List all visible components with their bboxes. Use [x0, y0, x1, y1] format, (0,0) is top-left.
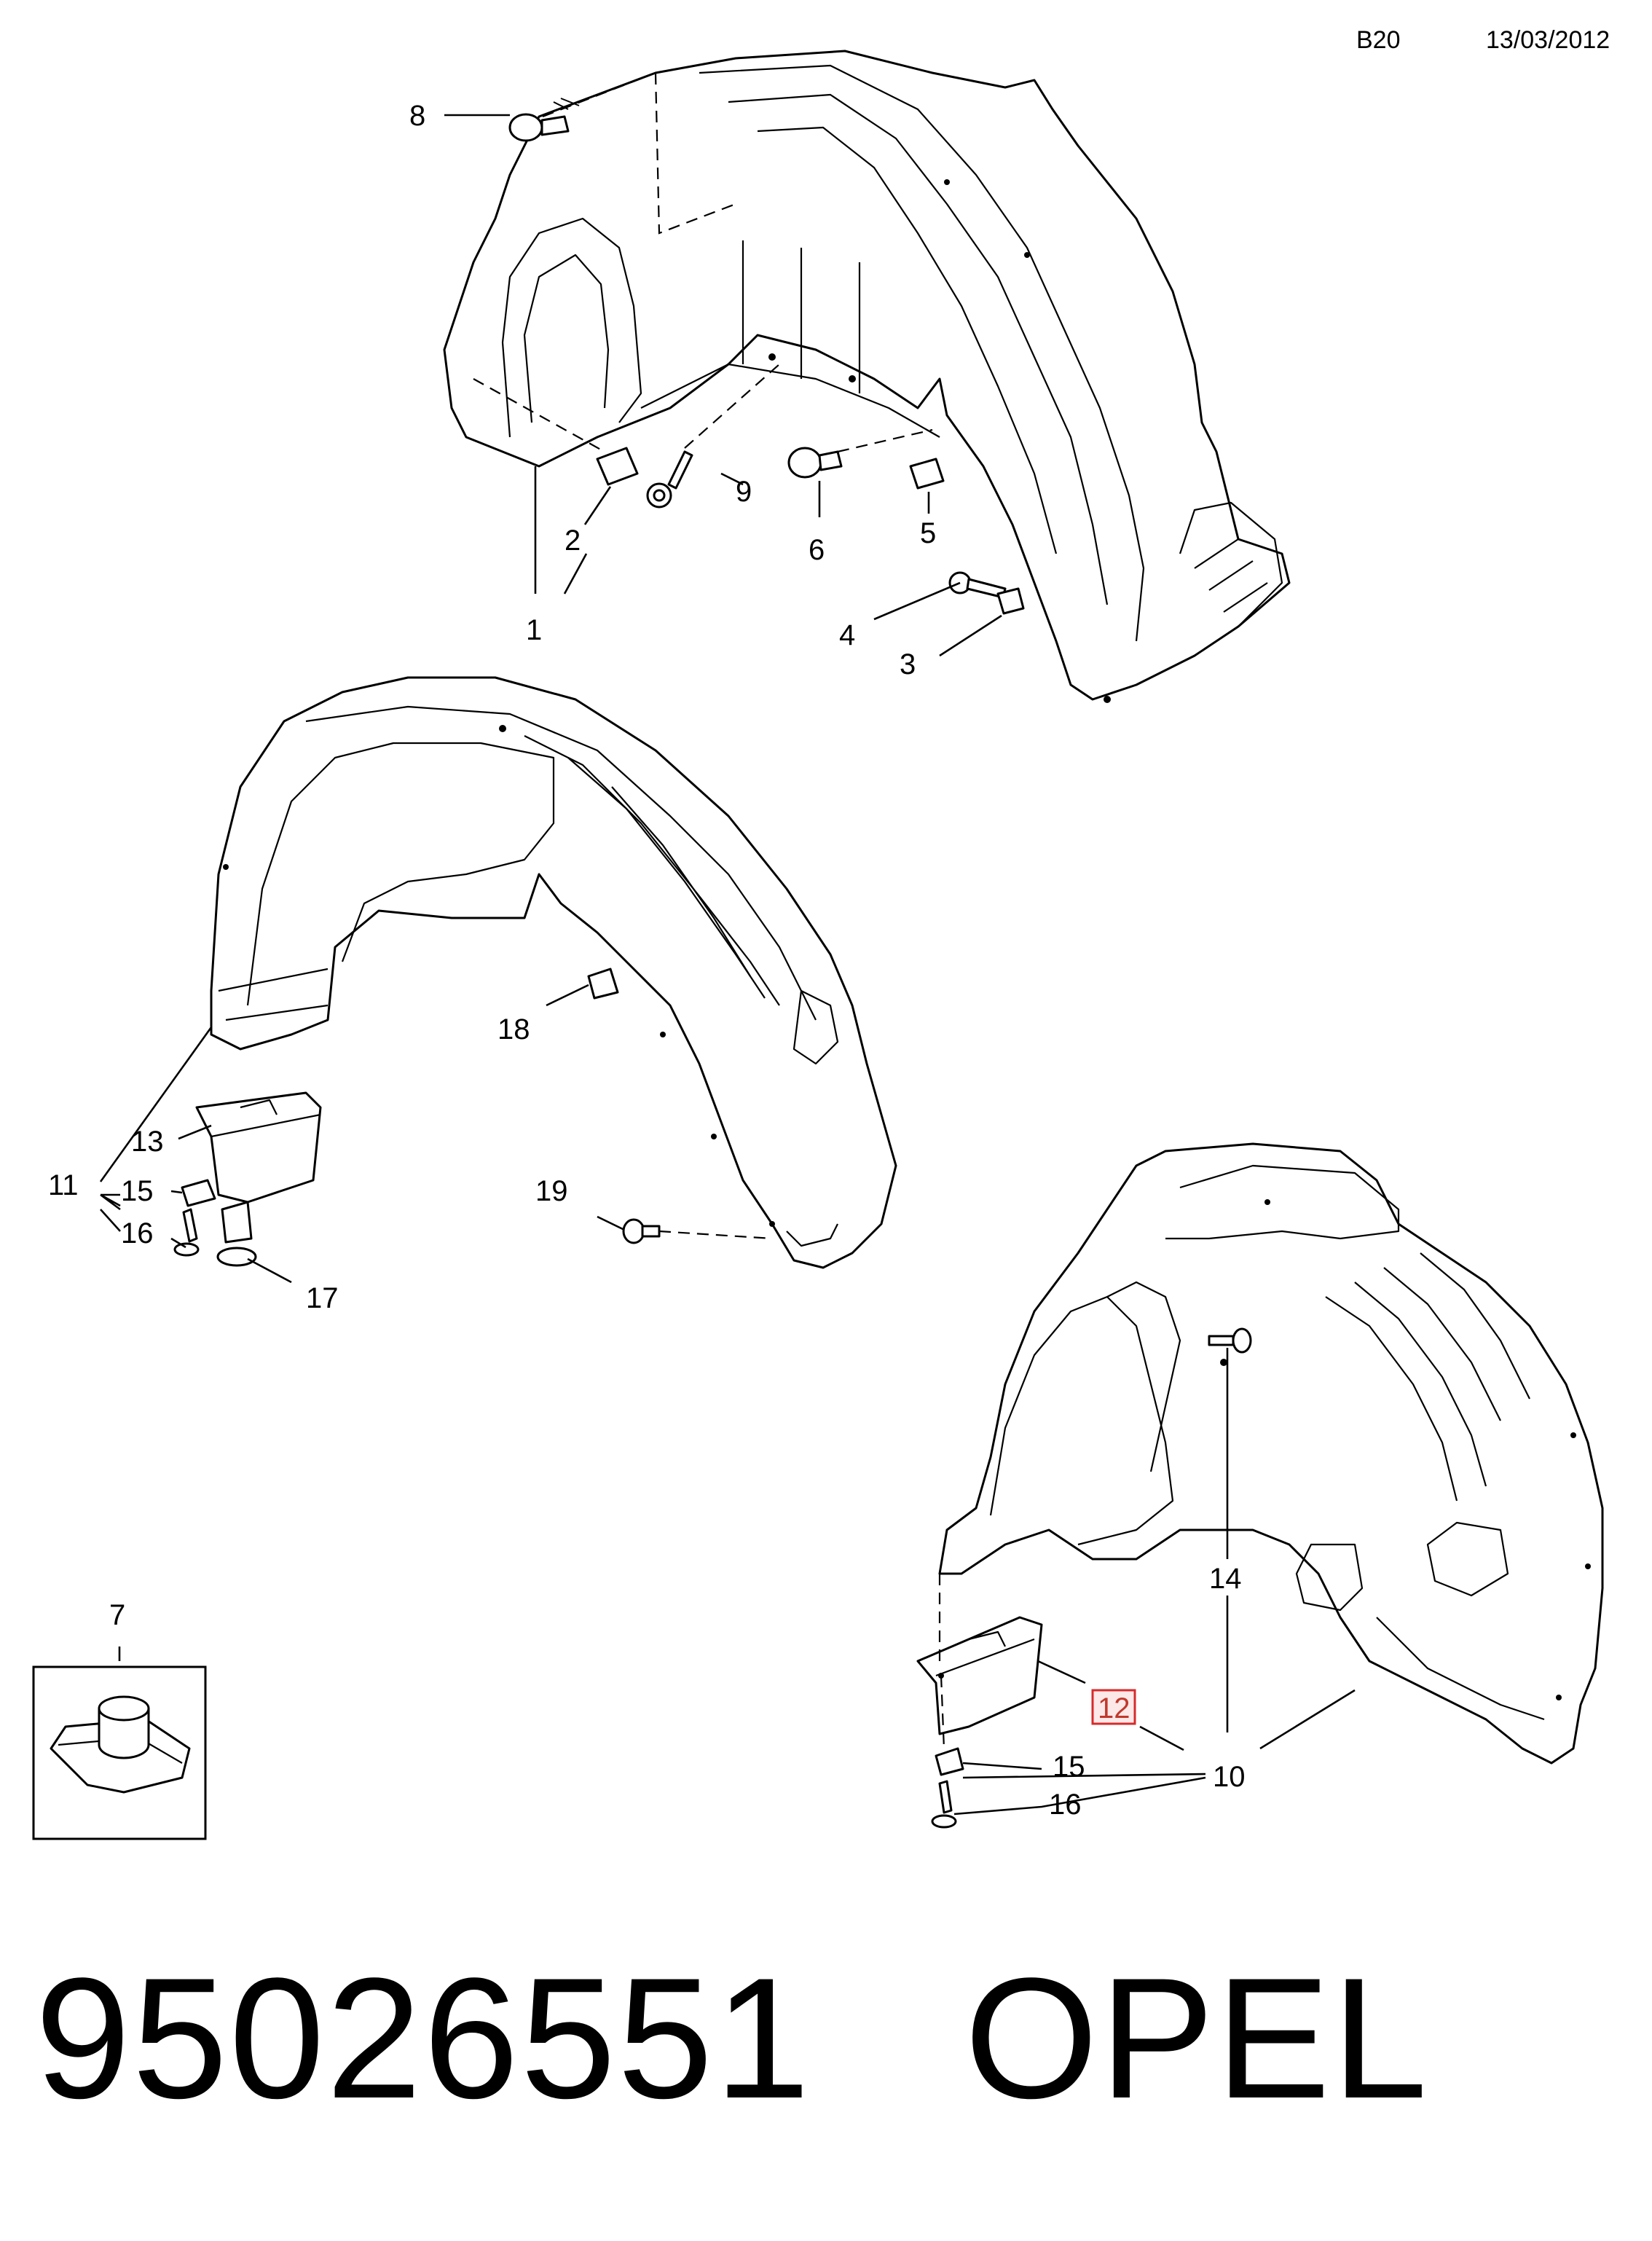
callout-8: 8 [409, 100, 425, 132]
callout-16-left: 16 [121, 1217, 154, 1249]
callout-14: 14 [1209, 1563, 1242, 1595]
callout-4: 4 [839, 619, 855, 651]
mounting-bracket-left [195, 1091, 322, 1204]
callout-15-left: 15 [121, 1175, 154, 1207]
diagram-date: 13/03/2012 [1486, 26, 1610, 54]
callout-13: 13 [131, 1126, 164, 1158]
clip-bracket [596, 447, 639, 486]
callout-3: 3 [900, 648, 916, 680]
clip-nut [909, 458, 945, 490]
highlight-box-12 [1091, 1689, 1136, 1725]
mounting-bracket-right [916, 1616, 1043, 1735]
callout-9: 9 [736, 476, 752, 508]
nut [996, 587, 1025, 615]
wheel-arch-liner-middle [210, 676, 897, 1269]
callout-11: 11 [48, 1169, 79, 1201]
screw-washer [646, 450, 693, 509]
callout-2: 2 [565, 525, 581, 557]
part-number: 95026551 [35, 1942, 812, 2135]
callout-19: 19 [535, 1175, 568, 1207]
callout-18: 18 [497, 1013, 530, 1045]
push-pin-fastener [508, 98, 580, 142]
screw-19 [622, 1218, 661, 1244]
wheel-arch-liner-top [443, 50, 1291, 703]
clip-screw-left [173, 1179, 216, 1257]
push-rivet [787, 447, 843, 479]
callout-5: 5 [920, 517, 936, 549]
detail-box-speed-nut [32, 1665, 207, 1840]
callout-16-right: 16 [1049, 1789, 1082, 1821]
callout-6: 6 [809, 534, 825, 566]
callout-17: 17 [306, 1282, 339, 1314]
rivet-14 [1208, 1327, 1252, 1354]
callout-1: 1 [526, 614, 542, 646]
bolt [948, 571, 1007, 599]
leader-lines [99, 71, 1356, 1816]
callout-15-right: 15 [1053, 1751, 1085, 1783]
brand-name: OPEL [964, 1942, 1429, 2135]
callout-10: 10 [1213, 1761, 1246, 1793]
callout-7: 7 [109, 1599, 125, 1631]
callout-12-highlighted: 12 [1098, 1692, 1130, 1724]
nut-18 [587, 968, 619, 1000]
clip-screw-right [931, 1747, 964, 1829]
trim-clip [216, 1201, 257, 1267]
wheel-arch-liner-bottom [938, 1142, 1604, 1765]
callout-labels: 8 9 2 6 5 1 4 3 18 13 11 15 19 16 17 7 1… [48, 100, 1246, 1821]
section-code: B20 [1356, 26, 1401, 54]
